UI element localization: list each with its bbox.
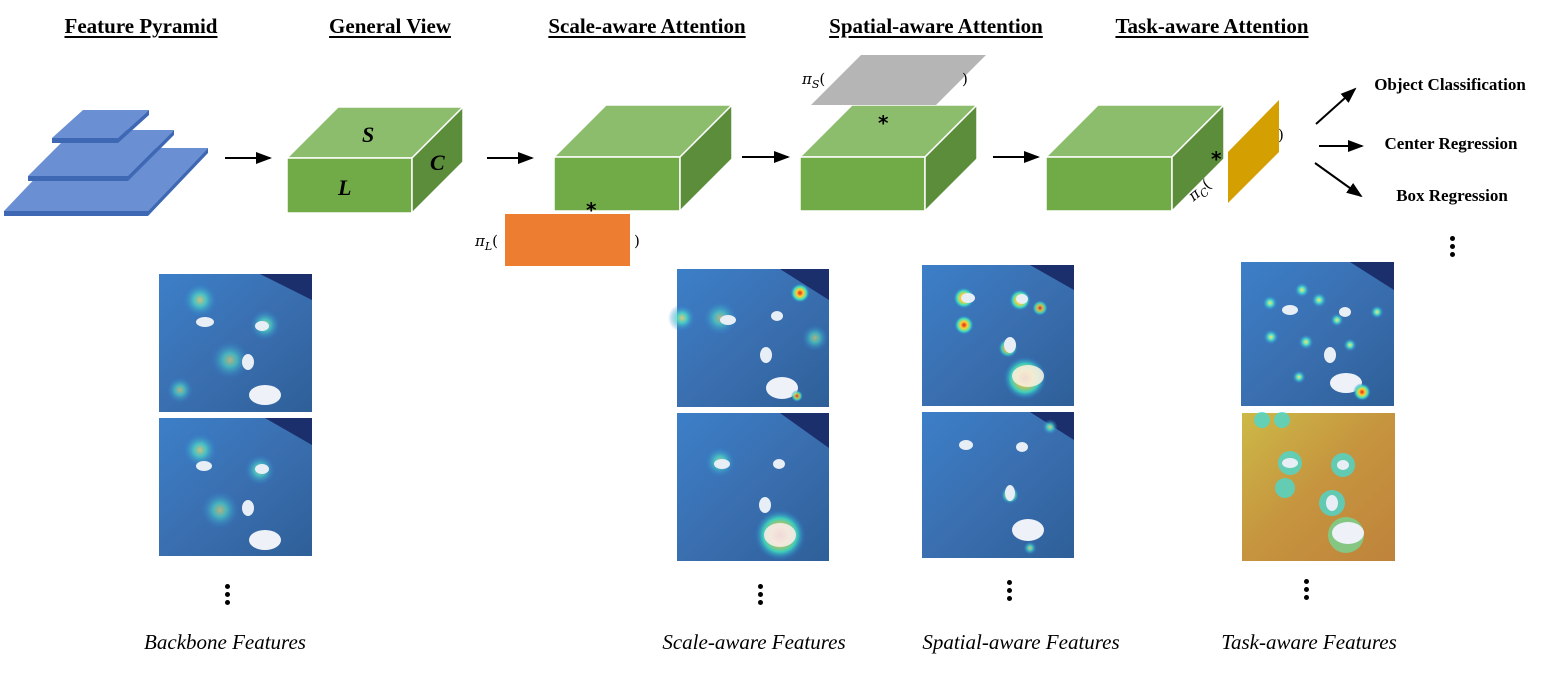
- spatial-aware-cube-icon: [798, 103, 979, 213]
- cube-label-s: S: [362, 122, 375, 147]
- scale-attention-block: [505, 214, 630, 266]
- spatial-aware-heatmap-2: [922, 412, 1074, 558]
- heading-scale-aware-attention: Scale-aware Attention: [548, 14, 746, 38]
- heading-general-view: General View: [329, 14, 451, 38]
- output-center-regression: Center Regression: [1384, 134, 1518, 153]
- spatial-aware-heatmap-1: [922, 265, 1074, 406]
- output-object-classification: Object Classification: [1374, 75, 1526, 94]
- operator-star: *: [1211, 147, 1222, 171]
- pi-s-close-paren: ): [962, 70, 968, 88]
- vertical-ellipsis-icon: [1449, 236, 1455, 260]
- scale-aware-cube-icon: [552, 103, 734, 213]
- backbone-heatmap-2: [159, 418, 312, 556]
- vertical-ellipsis-icon: [1006, 580, 1012, 604]
- scale-aware-heatmap-1: [668, 269, 829, 407]
- vertical-ellipsis-icon: [224, 584, 230, 608]
- scale-aware-heatmap-2: [677, 413, 829, 561]
- pi-l-close-paren: ): [634, 232, 640, 250]
- output-box-regression: Box Regression: [1396, 186, 1508, 205]
- caption-spatial-aware-features: Spatial-aware Features: [922, 630, 1120, 654]
- pi-s-label: πS(: [802, 70, 826, 91]
- spatial-attention-plane: [811, 55, 986, 105]
- backbone-heatmap-1: [159, 274, 312, 412]
- pi-l-label: πL(: [475, 232, 499, 253]
- vertical-ellipsis-icon: [757, 584, 763, 608]
- task-aware-cube-icon: [1044, 103, 1226, 213]
- general-view-cube-icon: [285, 105, 465, 215]
- caption-scale-aware-features: Scale-aware Features: [662, 630, 846, 654]
- task-aware-heatmap-2: [1242, 412, 1395, 561]
- operator-star: *: [878, 111, 889, 135]
- arrow-icon: [1314, 162, 1363, 198]
- operator-star: *: [586, 198, 597, 222]
- task-aware-heatmap-1: [1241, 262, 1394, 406]
- heading-task-aware-attention: Task-aware Attention: [1115, 14, 1309, 38]
- caption-backbone-features: Backbone Features: [144, 630, 306, 654]
- feature-pyramid-icon: [4, 110, 208, 216]
- heading-spatial-aware-attention: Spatial-aware Attention: [829, 14, 1043, 38]
- caption-task-aware-features: Task-aware Features: [1221, 630, 1397, 654]
- heading-feature-pyramid: Feature Pyramid: [64, 14, 218, 38]
- cube-label-c: C: [430, 150, 445, 175]
- arrow-icon: [1315, 87, 1357, 125]
- vertical-ellipsis-icon: [1303, 579, 1309, 603]
- task-attention-plane: [1228, 100, 1279, 203]
- pi-c-close-paren: ): [1278, 126, 1284, 144]
- cube-label-l: L: [338, 175, 352, 200]
